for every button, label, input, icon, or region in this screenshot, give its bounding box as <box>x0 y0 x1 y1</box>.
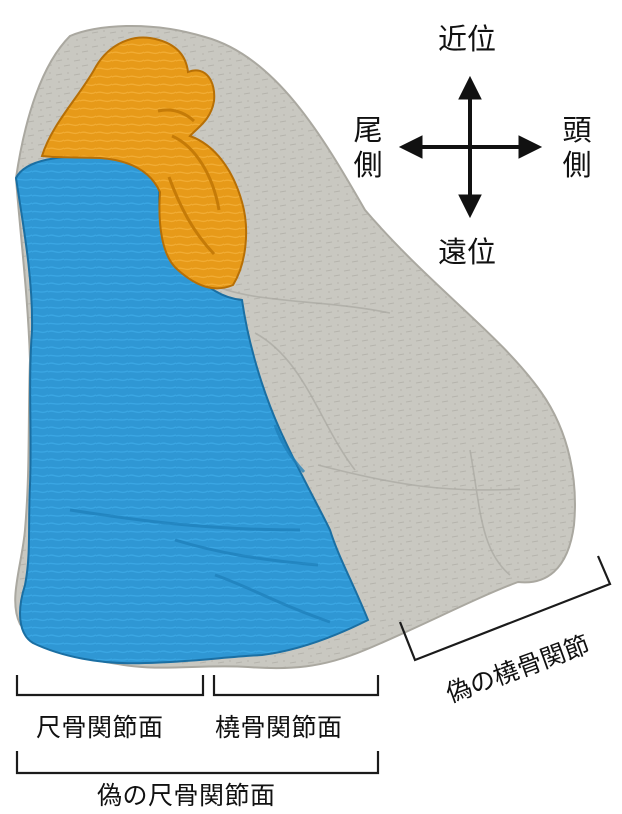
label-proximal: 近位 <box>438 25 496 54</box>
label-pseudo-ulnar-facet: 偽の尺骨関節面 <box>97 783 276 808</box>
label-ulnar-facet: 尺骨関節面 <box>36 715 164 740</box>
label-radial-facet: 橈骨関節面 <box>215 715 343 740</box>
orientation-arrows <box>400 77 541 217</box>
label-distal: 遠位 <box>438 238 496 267</box>
label-caudal: 尾側 <box>352 113 384 183</box>
label-cranial: 頭側 <box>561 113 593 183</box>
